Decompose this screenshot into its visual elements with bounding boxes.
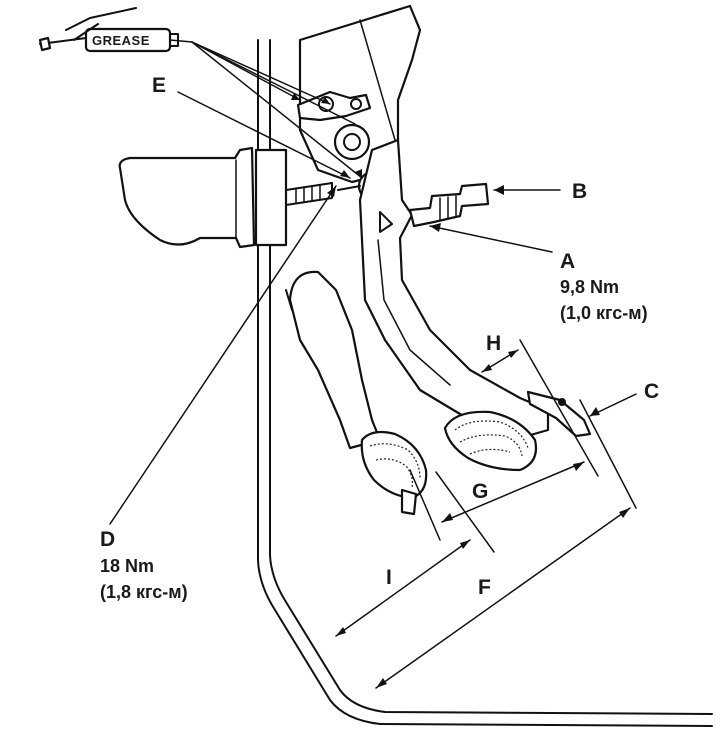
label-f: F [478,576,491,599]
leader-c [589,393,637,417]
brake-pedal-arm [358,138,550,440]
label-b: B [572,180,587,203]
label-c: C [644,380,659,403]
torque-d-alt: (1,8 кгс-м) [100,582,188,602]
dimension-i [335,469,471,637]
label-g: G [472,480,488,503]
label-h: H [486,332,501,355]
leader-e [177,91,351,179]
firewall-plate [257,39,713,727]
dimension-f [375,399,637,689]
grease-leader-lines [191,41,363,179]
label-e: E [152,74,166,97]
leader-a [429,223,553,253]
torque-d-value: 18 Nm [100,556,154,576]
leader-d [109,185,337,525]
grease-label: GREASE [92,33,150,48]
brake-pedal-pad [443,410,538,472]
label-a: A [560,250,575,273]
label-d: D [100,528,115,551]
dimension-g [435,461,585,553]
label-i: I [386,566,392,589]
grease-gun-icon: GREASE [38,7,193,53]
pedal-bracket [296,4,422,184]
brake-switch [408,182,490,228]
pedal-stopper [526,390,592,438]
clutch-pedal-arm [285,270,382,450]
torque-a-alt: (1,0 кгс-м) [560,303,648,323]
dimension-h [481,339,599,477]
leader-b [493,185,561,195]
master-cylinder [118,146,333,249]
torque-a-value: 9,8 Nm [560,277,619,297]
clutch-pedal-pad [360,430,428,516]
